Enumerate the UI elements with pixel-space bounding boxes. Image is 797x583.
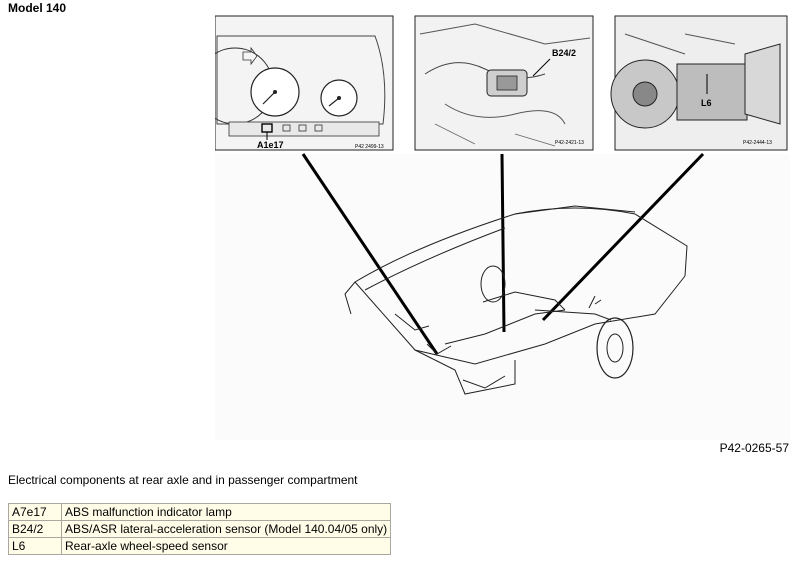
legend-code: L6 [8, 537, 62, 555]
legend-description: ABS malfunction indicator lamp [60, 503, 392, 521]
figure-reference-code: P42-0265-57 [719, 441, 789, 455]
technical-illustration: A1e17 P42 2499-13 B24/2 P42-2421-13 L6 [196, 14, 790, 440]
car-body-drawing [344, 205, 688, 395]
inset-ref-2: P42-2421-13 [555, 140, 584, 146]
legend-code: B24/2 [8, 520, 62, 538]
figure-caption: Electrical components at rear axle and i… [8, 473, 358, 487]
inset-wheel-speed-sensor: L6 P42-2444-13 [610, 15, 788, 151]
table-row: L6 Rear-axle wheel-speed sensor [8, 537, 392, 555]
inset-label-a1e17: A1e17 [257, 140, 284, 150]
legend-code: A7e17 [8, 503, 62, 521]
inset-instrument-cluster: A1e17 P42 2499-13 [196, 15, 394, 151]
page-title: Model 140 [8, 1, 67, 15]
legend-table: A7e17 ABS malfunction indicator lamp B24… [8, 503, 392, 555]
legend-description: Rear-axle wheel-speed sensor [60, 537, 392, 555]
table-row: B24/2 ABS/ASR lateral-acceleration senso… [8, 520, 392, 538]
inset-ref-1: P42 2499-13 [355, 144, 384, 150]
inset-label-l6: L6 [701, 98, 712, 108]
inset-ref-3: P42-2444-13 [743, 140, 772, 146]
legend-description: ABS/ASR lateral-acceleration sensor (Mod… [60, 520, 392, 538]
leader-lines [301, 152, 705, 355]
inset-sensor-b24-2: B24/2 P42-2421-13 [414, 15, 594, 151]
inset-label-b24-2: B24/2 [552, 48, 576, 58]
table-row: A7e17 ABS malfunction indicator lamp [8, 503, 392, 521]
